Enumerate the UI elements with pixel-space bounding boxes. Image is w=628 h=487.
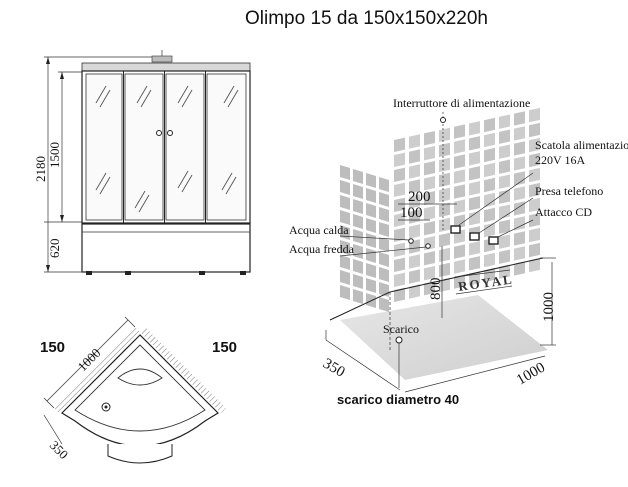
- dim-total-height: 2180: [33, 156, 48, 182]
- dim-base-height: 620: [47, 239, 62, 259]
- dim-1000-vertical: 1000: [541, 292, 557, 322]
- dim-800: 800: [428, 278, 444, 301]
- label-phone-socket: Presa telefono: [535, 184, 603, 198]
- dim-350: 350: [320, 356, 347, 381]
- label-power-box-line1: Scatola alimentazione: [535, 138, 628, 152]
- label-power-switch: Interruttore di alimentazione: [393, 96, 530, 110]
- label-left-size: 150: [40, 339, 65, 356]
- dim-100: 100: [400, 205, 423, 221]
- dim-200: 200: [408, 189, 431, 205]
- top-view: 150 150 1000 350: [40, 316, 237, 464]
- label-right-size: 150: [212, 339, 237, 356]
- label-drain-diameter: scarico diametro 40: [337, 392, 459, 407]
- dim-panel-height: 1500: [47, 142, 62, 168]
- dim-corner: 350: [47, 438, 71, 462]
- diagram-title: Olimpo 15 da 150x150x220h: [245, 8, 488, 29]
- label-power-box-line2: 220V 16A: [535, 153, 585, 167]
- room-view: 350 1000 1000 800 200 100 Interruttore d…: [289, 96, 628, 407]
- label-cold-water: Acqua fredda: [289, 242, 355, 256]
- label-hot-water: Acqua calda: [289, 223, 349, 237]
- front-view: 2180 1500 620: [33, 50, 251, 275]
- dim-1000-floor: 1000: [514, 360, 548, 389]
- label-cd-socket: Attacco CD: [535, 205, 592, 219]
- label-drain: Scarico: [383, 322, 419, 336]
- wall-tiles: [340, 107, 540, 312]
